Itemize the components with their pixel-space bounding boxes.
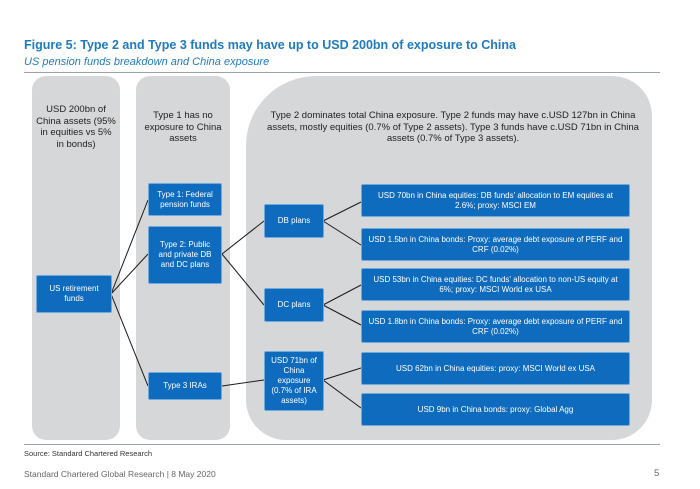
box-ira-china-equities: USD 62bn in China equities: proxy: MSCI …: [361, 352, 630, 385]
box-dc-china-equities: USD 53bn in China equities: DC funds' al…: [361, 268, 630, 301]
connector-db-eq: [322, 201, 362, 222]
box-type3-iras: Type 3 IRAs: [148, 372, 222, 400]
panel-type2-type3-header: Type 2 dominates total China exposure. T…: [267, 110, 639, 144]
page-number: 5: [654, 468, 660, 479]
connector-root-type3: [110, 293, 149, 387]
connector-ira-bd: [322, 379, 362, 409]
box-ira-china-exposure: USD 71bn of China exposure (0.7% of IRA …: [264, 351, 324, 411]
box-type2-public-private: Type 2: Public and private DB and DC pla…: [148, 226, 222, 284]
connector-type2-dc: [221, 253, 265, 306]
page-footer: Standard Chartered Global Research | 8 M…: [24, 469, 216, 479]
connector-dc-eq: [322, 284, 362, 306]
panel-type1-header: Type 1 has no exposure to China assets: [144, 110, 222, 144]
panel-china-assets: [32, 76, 120, 440]
connector-dc-bd: [322, 304, 362, 326]
connector-type2-db: [221, 220, 265, 255]
box-db-china-equities: USD 70bn in China equities: DB funds' al…: [361, 184, 630, 217]
box-dc-plans: DC plans: [264, 288, 324, 322]
connector-ira-eq: [322, 367, 362, 381]
connector-root-type2: [110, 253, 149, 295]
connector-root-type1: [110, 199, 149, 295]
bottom-rule: [24, 444, 660, 445]
connector-db-bd: [322, 220, 362, 246]
source-note: Source: Standard Chartered Research: [24, 449, 152, 458]
figure-subtitle: US pension funds breakdown and China exp…: [24, 56, 270, 68]
panel-china-assets-header: USD 200bn of China assets (95% in equiti…: [36, 104, 116, 150]
figure-title: Figure 5: Type 2 and Type 3 funds may ha…: [24, 38, 516, 52]
box-ira-china-bonds: USD 9bn in China bonds: proxy: Global Ag…: [361, 393, 630, 426]
box-db-plans: DB plans: [264, 204, 324, 238]
box-type1-federal: Type 1: Federal pension funds: [148, 183, 222, 216]
box-dc-china-bonds: USD 1.8bn in China bonds: Proxy: average…: [361, 310, 630, 343]
box-db-china-bonds: USD 1.5bn in China bonds: Proxy: average…: [361, 228, 630, 261]
connector-type3-ira: [221, 379, 265, 387]
box-us-retirement-funds: US retirement funds: [36, 275, 112, 313]
top-rule: [24, 72, 660, 73]
